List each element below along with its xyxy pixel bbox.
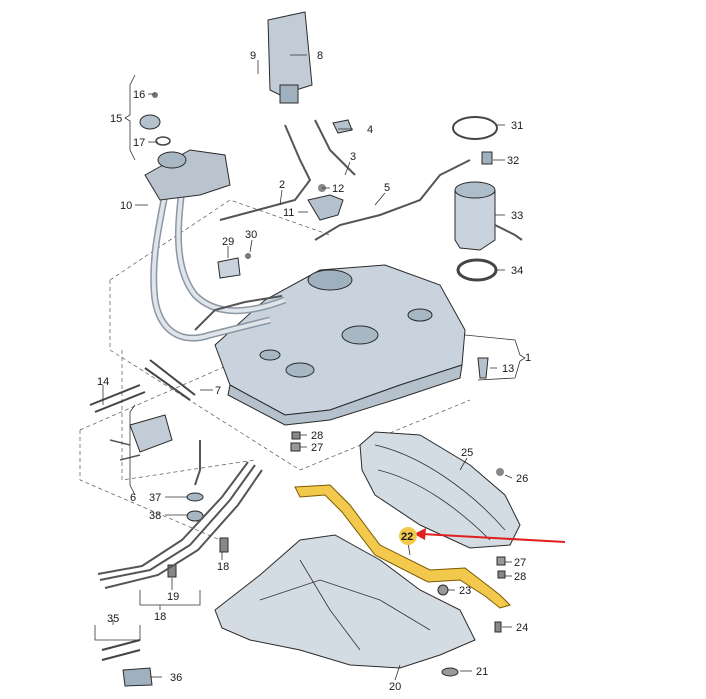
label-18: 18 <box>217 561 229 573</box>
label-36: 36 <box>170 672 182 684</box>
callout-badge <box>399 527 417 545</box>
label-38: 38 <box>149 510 161 522</box>
label-2: 2 <box>279 179 285 191</box>
fuel-line-bundle <box>97 461 263 589</box>
label-33: 33 <box>511 210 523 222</box>
label-9: 9 <box>250 50 256 62</box>
label-20: 20 <box>389 681 401 693</box>
label-22: 22 <box>401 531 413 543</box>
label-28b: 28 <box>514 571 526 583</box>
label-8: 8 <box>317 50 323 62</box>
label-29: 29 <box>222 236 234 248</box>
heat-shield <box>359 431 521 549</box>
fuel-pump-assembly <box>452 116 523 282</box>
label-1: 1 <box>525 352 531 364</box>
label-24: 24 <box>516 622 528 634</box>
label-12: 12 <box>332 183 344 195</box>
label-25: 25 <box>461 447 473 459</box>
label-5: 5 <box>384 182 390 194</box>
underbody-shield <box>214 534 476 669</box>
label-13: 13 <box>502 363 514 375</box>
label-31: 31 <box>511 120 523 132</box>
label-3: 3 <box>350 151 356 163</box>
label-17: 17 <box>133 137 145 149</box>
label-6: 6 <box>130 492 136 504</box>
label-35: 35 <box>107 613 119 625</box>
filter-unit <box>109 414 201 486</box>
filler-neck-pipes <box>144 149 287 342</box>
label-23: 23 <box>459 585 471 597</box>
label-30: 30 <box>245 229 257 241</box>
mounting-bracket-highlighted <box>294 484 511 609</box>
label-37: 37 <box>149 492 161 504</box>
fuel-tank <box>214 264 466 426</box>
label-28: 28 <box>311 430 323 442</box>
part-labels: 1 2 3 4 5 6 7 8 9 10 11 12 13 14 15 16 1… <box>97 50 531 693</box>
label-26: 26 <box>516 473 528 485</box>
callout-arrow <box>414 528 566 543</box>
label-32: 32 <box>507 155 519 167</box>
label-14: 14 <box>97 376 109 388</box>
fuel-lines <box>194 119 471 331</box>
label-10: 10 <box>120 200 132 212</box>
fasteners-and-clips <box>89 92 506 687</box>
label-15: 15 <box>110 113 122 125</box>
label-7: 7 <box>215 385 221 397</box>
label-18b: 18 <box>154 611 166 623</box>
label-4: 4 <box>367 124 373 136</box>
leader-lines <box>94 54 526 681</box>
label-21: 21 <box>476 666 488 678</box>
label-27: 27 <box>311 442 323 454</box>
label-11: 11 <box>283 207 294 219</box>
label-19: 19 <box>167 591 179 603</box>
label-27b: 27 <box>514 557 526 569</box>
label-16: 16 <box>133 89 145 101</box>
label-34: 34 <box>511 265 523 277</box>
charcoal-canister <box>267 11 313 104</box>
